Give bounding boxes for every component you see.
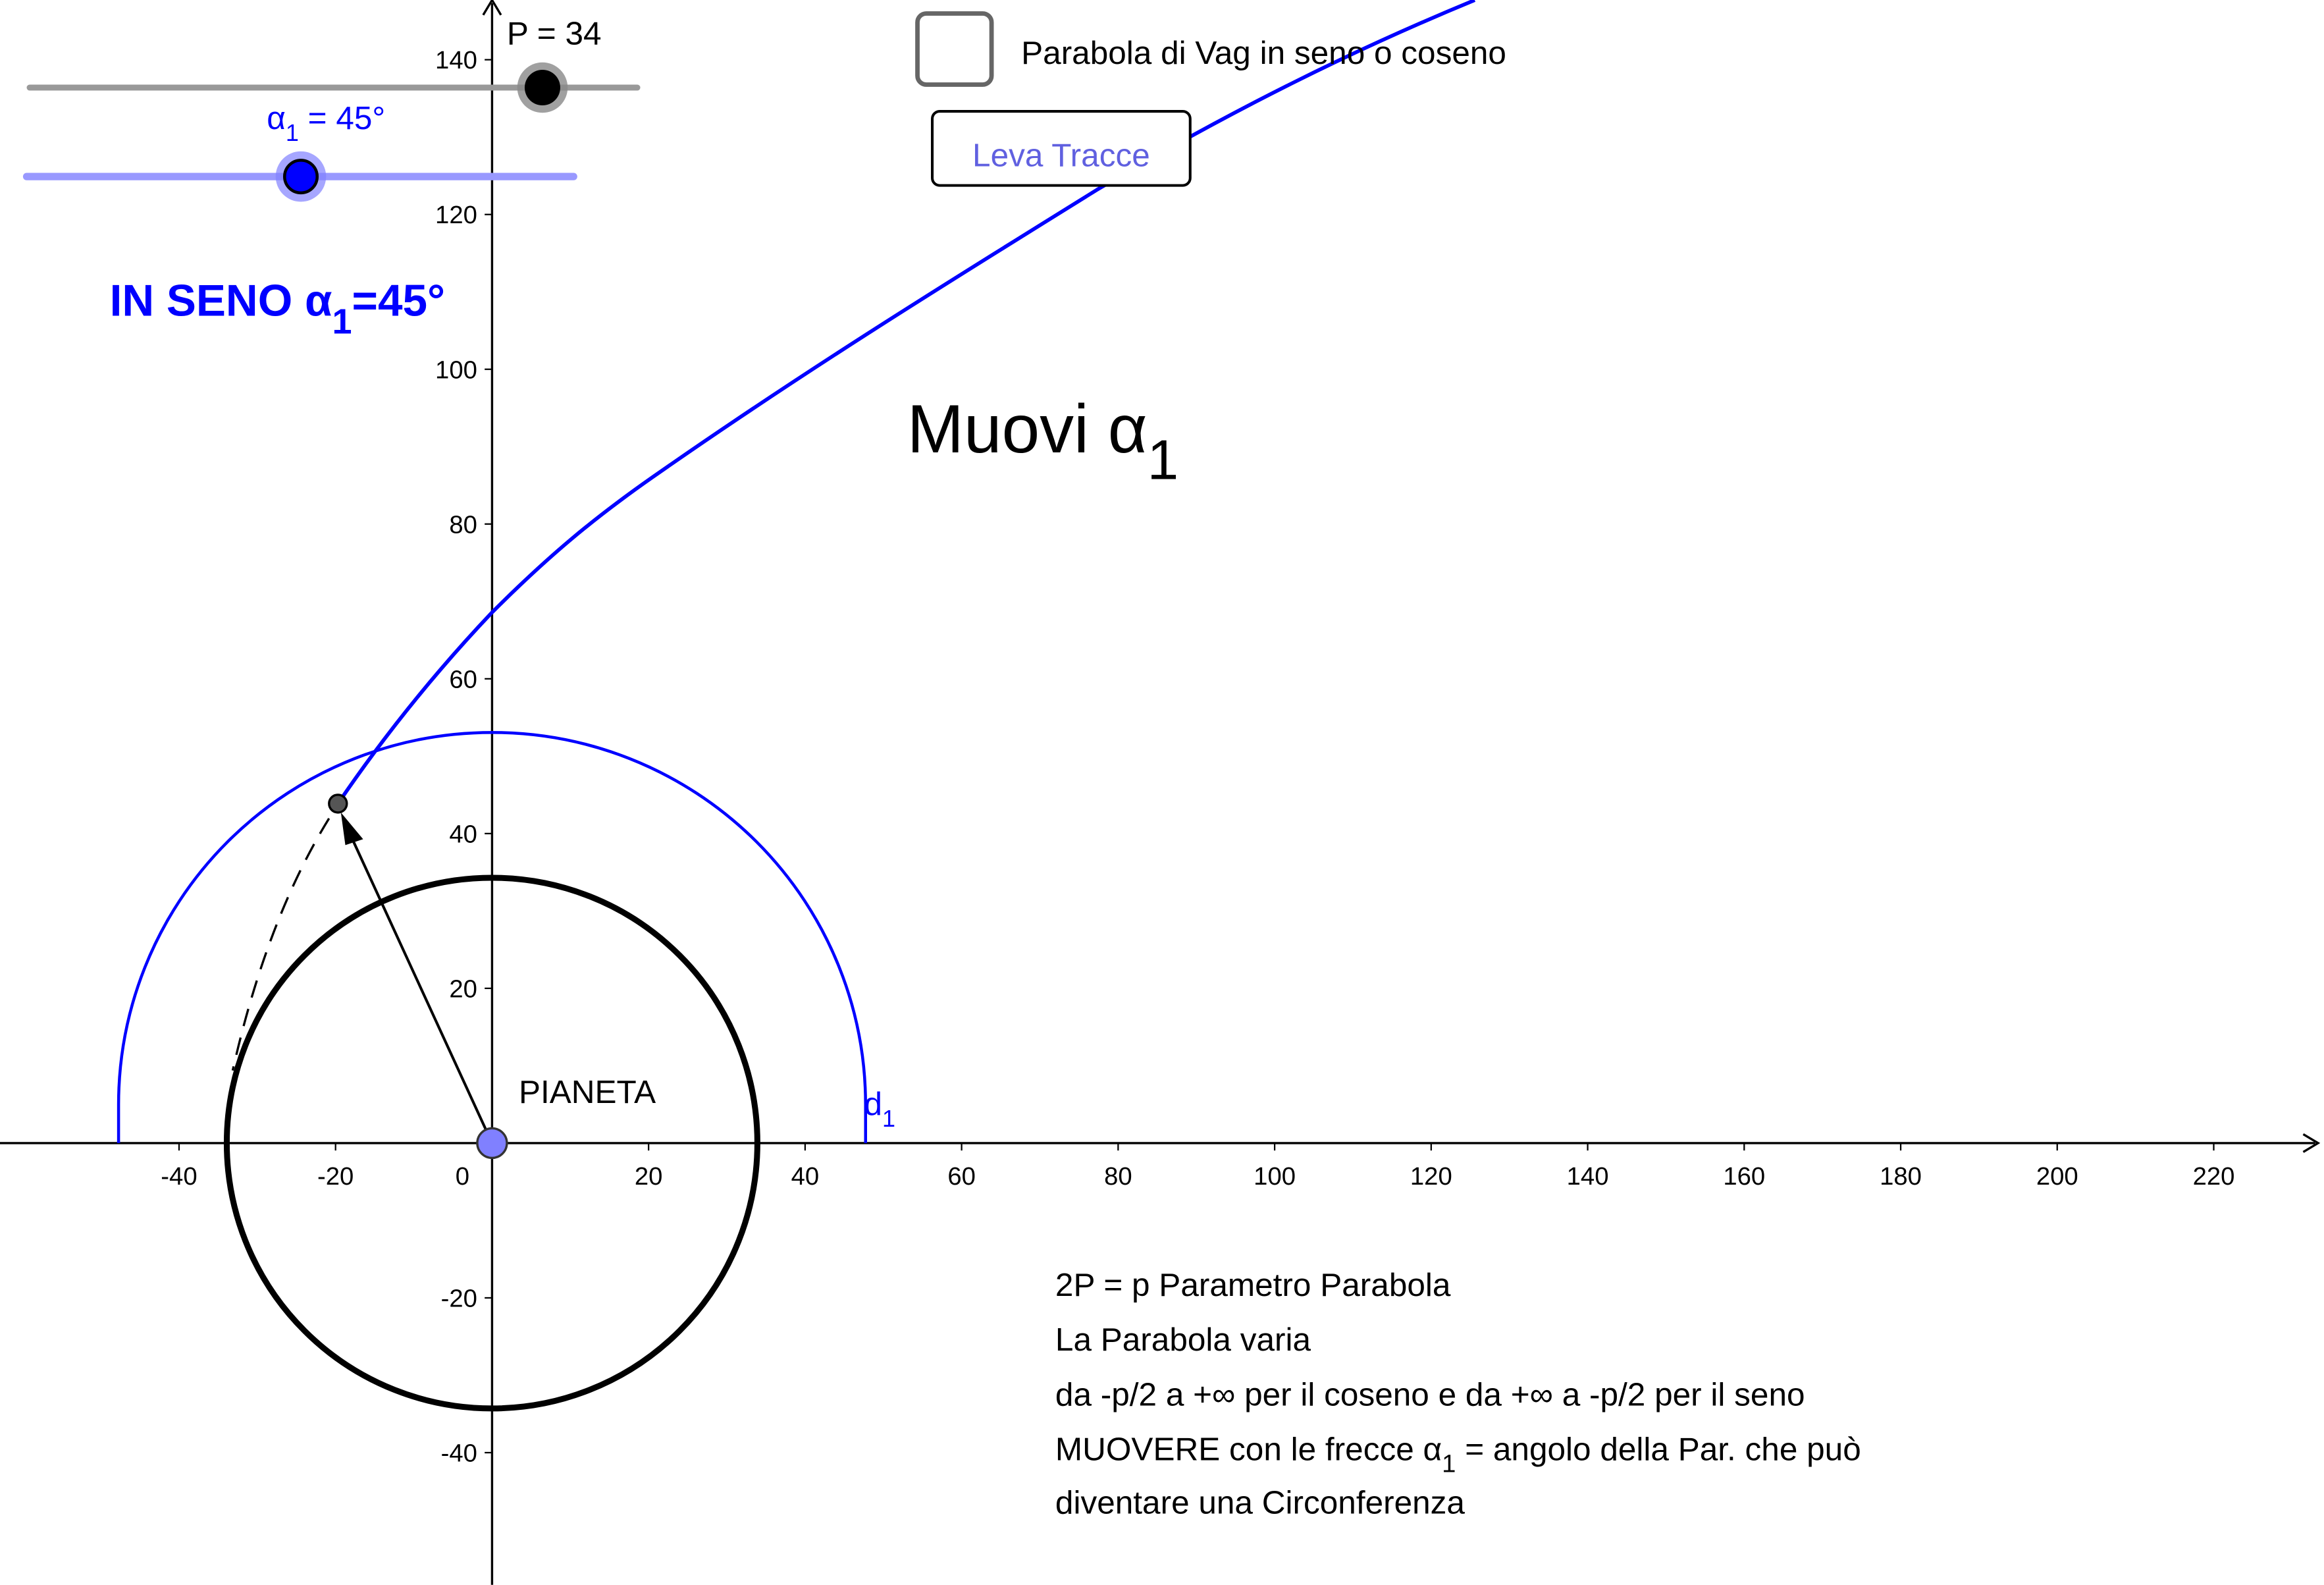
note-line: diventare una Circonferenza bbox=[1055, 1485, 1466, 1521]
x-tick-label: 200 bbox=[2036, 1162, 2078, 1191]
p-slider-knob-core bbox=[524, 70, 560, 106]
leva-tracce-button[interactable]: Leva Tracce bbox=[931, 110, 1192, 187]
radius-vector bbox=[347, 830, 494, 1144]
note-line: da -p/2 a +∞ per il coseno e da +∞ a -p/… bbox=[1055, 1376, 1805, 1412]
y-tick-label: 140 bbox=[435, 46, 477, 74]
leva-tracce-button-label: Leva Tracce bbox=[972, 137, 1150, 173]
planet-label: PIANETA bbox=[519, 1074, 656, 1110]
y-tick-label: -40 bbox=[441, 1439, 477, 1468]
note-line: La Parabola varia bbox=[1055, 1322, 1311, 1358]
x-tick-label: 100 bbox=[1254, 1162, 1296, 1191]
curve-point[interactable] bbox=[328, 793, 348, 814]
alpha-slider-knob-core bbox=[282, 159, 319, 195]
note-line: MUOVERE con le frecce α1 = angolo della … bbox=[1055, 1432, 1861, 1478]
semicircle-d1 bbox=[117, 731, 867, 1143]
alpha-slider-label: α1 = 45° bbox=[267, 100, 385, 146]
note-line: 2P = p Parametro Parabola bbox=[1055, 1267, 1451, 1303]
origin-point[interactable] bbox=[476, 1127, 508, 1160]
move-hint: Muovi α1 bbox=[907, 390, 1178, 492]
parabola-type-checkbox[interactable] bbox=[915, 11, 994, 87]
x-tick-label: 20 bbox=[635, 1162, 663, 1191]
y-tick-label: -20 bbox=[441, 1284, 477, 1312]
x-tick-label: 180 bbox=[1880, 1162, 1922, 1191]
x-tick-label: 160 bbox=[1723, 1162, 1765, 1191]
x-tick-label: 120 bbox=[1410, 1162, 1452, 1191]
x-axis-arrow-icon bbox=[2302, 1133, 2321, 1153]
y-tick-label: 100 bbox=[435, 356, 477, 384]
x-tick-label: -20 bbox=[317, 1162, 354, 1191]
y-tick-label: 20 bbox=[449, 975, 477, 1003]
y-tick-label: 120 bbox=[435, 201, 477, 229]
x-tick-label: 0 bbox=[456, 1162, 469, 1191]
dashed-arc bbox=[231, 818, 330, 1071]
x-tick-label: 60 bbox=[947, 1162, 976, 1191]
checkbox-label: Parabola di Vag in seno o coseno bbox=[1021, 35, 1506, 71]
x-tick-label: 40 bbox=[791, 1162, 820, 1191]
y-tick-label: 40 bbox=[449, 820, 477, 848]
mode-title: IN SENO α1=45° bbox=[110, 277, 445, 342]
d1-label: d1 bbox=[864, 1086, 895, 1132]
planet-circle bbox=[223, 874, 760, 1412]
x-tick-label: 140 bbox=[1567, 1162, 1609, 1191]
vector-arrowhead-icon bbox=[340, 812, 363, 846]
x-tick-label: 80 bbox=[1104, 1162, 1132, 1191]
y-tick-label: 60 bbox=[449, 665, 477, 693]
p-slider-label: P = 34 bbox=[507, 16, 602, 52]
notes-text: 2P = p Parametro Parabola La Parabola va… bbox=[1055, 1267, 1861, 1521]
y-axis-arrow-icon bbox=[482, 0, 502, 16]
x-tick-label: 220 bbox=[2193, 1162, 2235, 1191]
y-tick-label: 80 bbox=[449, 510, 477, 539]
parabola-curve bbox=[336, 0, 1476, 805]
x-tick-label: -40 bbox=[161, 1162, 197, 1191]
